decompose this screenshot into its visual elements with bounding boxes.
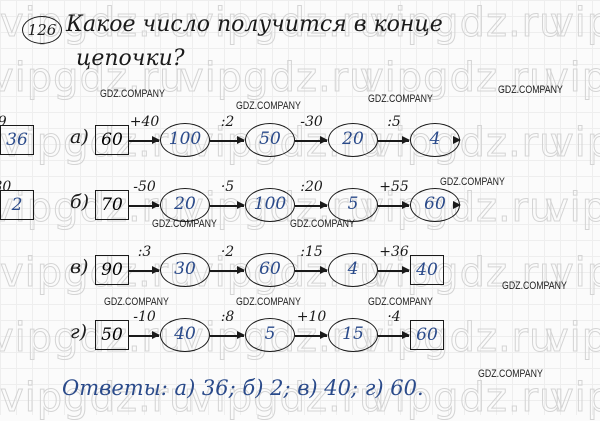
gdz-label: GDZ.COMPANY: [236, 296, 301, 308]
operation-label: ·4: [387, 309, 401, 325]
watermark: vipgdz.ru: [189, 0, 386, 47]
value-oval: 100: [245, 188, 295, 222]
watermark: vipgdz.ru: [0, 55, 186, 102]
task-number: 126: [22, 16, 62, 44]
arrow: [295, 136, 328, 144]
operation-label: :5: [387, 114, 401, 130]
watermark: vipgdz.ru: [359, 315, 556, 362]
watermark: vipgdz.ru: [544, 55, 600, 102]
value-oval: 20: [160, 188, 210, 222]
chain-label: а): [70, 126, 89, 148]
watermark: vipgdz.ru: [189, 375, 386, 421]
result-box: 60: [410, 320, 444, 350]
gdz-label: GDZ.COMPANY: [368, 296, 433, 308]
arrow: [378, 266, 410, 274]
task-text-line1: Какое число получится в конце: [66, 12, 443, 37]
operation-label: :20: [300, 179, 323, 195]
arrow: [295, 201, 328, 209]
operation-label: :15: [300, 244, 323, 260]
value-oval: 60: [245, 253, 295, 287]
value-oval: 40: [160, 318, 210, 352]
gdz-label: GDZ.COMPANY: [104, 296, 169, 308]
watermark: vipgdz.ru: [359, 55, 556, 102]
arrow: [378, 201, 410, 209]
arrow: [210, 331, 245, 339]
task-text-line2: цепочки?: [76, 46, 185, 71]
arrow: [210, 136, 245, 144]
start-box: 60: [95, 125, 129, 155]
chain-label: г): [70, 321, 88, 343]
arrow: [129, 266, 160, 274]
operation-label: :2: [220, 114, 235, 130]
watermark: vipgdz.ru: [369, 375, 566, 421]
gdz-label: GDZ.COMPANY: [502, 280, 567, 292]
operation-label: :3: [137, 244, 152, 260]
watermark: vipgdz.ru: [549, 375, 600, 421]
arrow: [295, 331, 328, 339]
arrow: [129, 136, 160, 144]
arrow: [378, 136, 410, 144]
operation-label: ·5: [220, 179, 235, 195]
gdz-label: GDZ.COMPANY: [236, 100, 301, 112]
value-oval: 5: [245, 318, 295, 352]
watermark: vipgdz.ru: [549, 250, 600, 297]
arrow: [210, 266, 245, 274]
arrow: [129, 331, 160, 339]
value-oval: 5: [328, 188, 378, 222]
watermark: vipgdz.ru: [549, 0, 600, 47]
result-box: 36: [0, 125, 34, 155]
value-oval: 30: [160, 253, 210, 287]
operation-label: +40: [129, 114, 160, 130]
watermark: vipgdz.ru: [549, 120, 600, 167]
arrow: [210, 201, 245, 209]
start-box: 50: [95, 320, 129, 350]
operation-label: -50: [133, 179, 156, 195]
answers: Ответы: а) 36; б) 2; в) 40; г) 60.: [62, 376, 424, 400]
gdz-label: GDZ.COMPANY: [152, 218, 217, 230]
value-oval: 20: [328, 123, 378, 157]
value-oval: 100: [160, 123, 210, 157]
value-oval: 4: [328, 253, 378, 287]
value-oval: 15: [328, 318, 378, 352]
watermark: vipgdz.ru: [369, 0, 566, 47]
gdz-label: GDZ.COMPANY: [368, 93, 433, 105]
start-box: 90: [95, 255, 129, 285]
operation-label: :8: [220, 309, 235, 325]
watermark: vipgdz.ru: [179, 55, 376, 102]
chain-label: б): [70, 191, 90, 213]
arrow: [295, 266, 328, 274]
gdz-label: GDZ.COMPANY: [440, 176, 505, 188]
watermark: vipgdz.ru: [544, 315, 600, 362]
operation-label: +55: [379, 179, 409, 195]
gdz-label: GDZ.COMPANY: [290, 218, 355, 230]
gdz-label: GDZ.COMPANY: [498, 84, 563, 96]
gdz-label: GDZ.COMPANY: [100, 88, 165, 100]
gdz-label: GDZ.COMPANY: [478, 368, 543, 380]
operation-label: -30: [300, 114, 323, 130]
value-oval: 50: [245, 123, 295, 157]
watermark: vipgdz.ru: [544, 185, 600, 232]
chain-label: в): [70, 256, 89, 278]
operation-label: +10: [296, 309, 327, 325]
operation-label: -10: [133, 309, 156, 325]
start-box: 70: [95, 190, 129, 220]
operation-label: +36: [379, 244, 409, 260]
watermark: vipgdz.ru: [0, 375, 196, 421]
operation-label: ·9: [0, 114, 7, 130]
arrow: [129, 201, 160, 209]
operation-label: :30: [0, 179, 12, 195]
result-box: 2: [0, 190, 34, 220]
arrow: [378, 331, 410, 339]
operation-label: ·2: [220, 244, 235, 260]
result-box: 40: [410, 255, 444, 285]
